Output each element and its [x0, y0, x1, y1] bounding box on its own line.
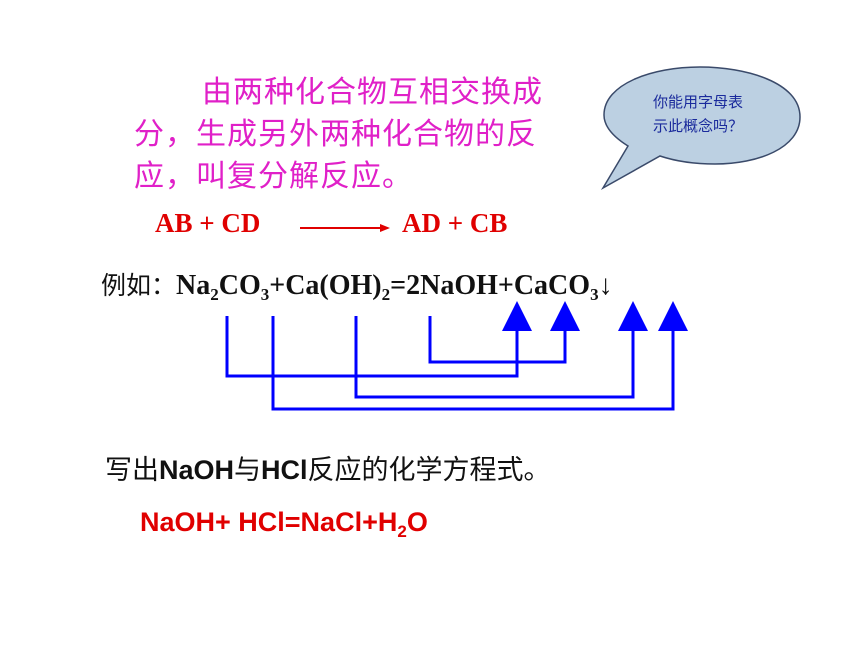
precipitate-arrow: ↓ [598, 270, 613, 301]
task-pre: 写出 [105, 455, 159, 486]
eq-sub-3: 2 [381, 285, 391, 304]
example-label: 例如： [101, 271, 177, 300]
speech-bubble [600, 66, 801, 191]
formula-products: AD + CB [402, 208, 508, 238]
bubble-line-2: 示此概念吗？ [652, 117, 743, 135]
definition-line-2: 分，生成另外两种化合物的反 [134, 117, 537, 152]
eq-sub-1: 2 [210, 285, 219, 304]
reaction-arrow [300, 224, 390, 232]
connector-arrows [225, 301, 688, 411]
task-naoh: NaOH [159, 455, 235, 485]
bubble-question: 你能用字母表 示此概念吗？ [618, 90, 778, 138]
bubble-line-1: 你能用字母表 [652, 93, 743, 111]
definition-text: 由两种化合物互相交换成 分，生成另外两种化合物的反 应，叫复分解反应。 [134, 72, 584, 198]
eq-sub-2: 3 [260, 285, 270, 304]
task-post: 反应的化学方程式。 [307, 455, 551, 486]
answer-equation: NaOH+ HCl=NaCl+H2O [140, 507, 428, 541]
arrow-co3-to-caco3 [271, 301, 688, 411]
arrow-oh-to-naoh [428, 301, 580, 364]
answer-sub: 2 [397, 522, 407, 541]
task-prompt: 写出NaOH与HCl反应的化学方程式。 [105, 448, 551, 487]
task-hcl: HCl [261, 455, 308, 485]
example-formula: Na2CO3+Ca(OH)2=2NaOH+CaCO3↓ [176, 270, 613, 304]
eq-na: Na [176, 270, 211, 301]
definition-line-1: 由两种化合物互相交换成 [202, 75, 543, 110]
eq-sub-4: 3 [590, 285, 599, 304]
formula-reactants: AB + CD [155, 208, 261, 238]
definition-line-3: 应，叫复分解反应。 [134, 159, 413, 194]
eq-co: CO [218, 270, 261, 301]
task-mid: 与 [234, 455, 262, 486]
answer-tail: O [406, 507, 428, 537]
eq-ca: +Ca(OH) [269, 270, 382, 301]
example-equation: 例如：Na2CO3+Ca(OH)2=2NaOH+CaCO3↓ [101, 266, 613, 304]
arrow-ca-to-caco3 [354, 301, 648, 399]
arrow-na-to-naoh [225, 301, 532, 378]
answer-main: NaOH+ HCl=NaCl+H [140, 507, 398, 537]
eq-products: =2NaOH+CaCO [390, 270, 591, 301]
